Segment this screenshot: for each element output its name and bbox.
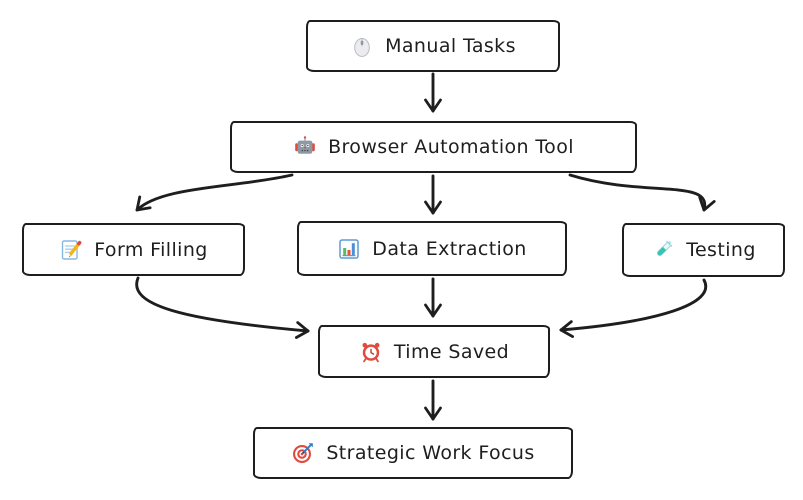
edge-form-filling-to-time-saved <box>135 276 310 339</box>
node-label-testing: Testing <box>686 239 756 261</box>
node-strategic-work-focus: Strategic Work Focus <box>253 427 573 479</box>
target-icon <box>291 441 315 465</box>
node-label-data-extraction: Data Extraction <box>372 237 527 260</box>
edge-automation-to-testing <box>568 173 716 212</box>
robot-icon <box>293 135 317 159</box>
node-browser-automation-tool: Browser Automation Tool <box>230 121 637 173</box>
edge-automation-to-form-filling <box>135 173 294 212</box>
edge-testing-to-time-saved <box>559 278 708 338</box>
node-label-manual-tasks: Manual Tasks <box>385 35 516 57</box>
node-label-form-filling: Form Filling <box>94 238 208 261</box>
node-testing: Testing <box>622 223 785 277</box>
node-label-strategic-work-focus: Strategic Work Focus <box>326 442 535 464</box>
node-manual-tasks: Manual Tasks <box>306 20 560 72</box>
test-tube-icon <box>651 238 675 262</box>
node-label-time-saved: Time Saved <box>393 340 510 363</box>
memo-pencil-icon <box>59 238 83 262</box>
node-time-saved: Time Saved <box>318 325 550 378</box>
bar-chart-icon <box>337 237 361 261</box>
node-label-browser-automation-tool: Browser Automation Tool <box>328 136 574 158</box>
alarm-clock-icon <box>359 340 383 364</box>
node-form-filling: Form Filling <box>22 223 245 276</box>
mouse-icon <box>350 34 374 58</box>
node-data-extraction: Data Extraction <box>297 221 567 276</box>
